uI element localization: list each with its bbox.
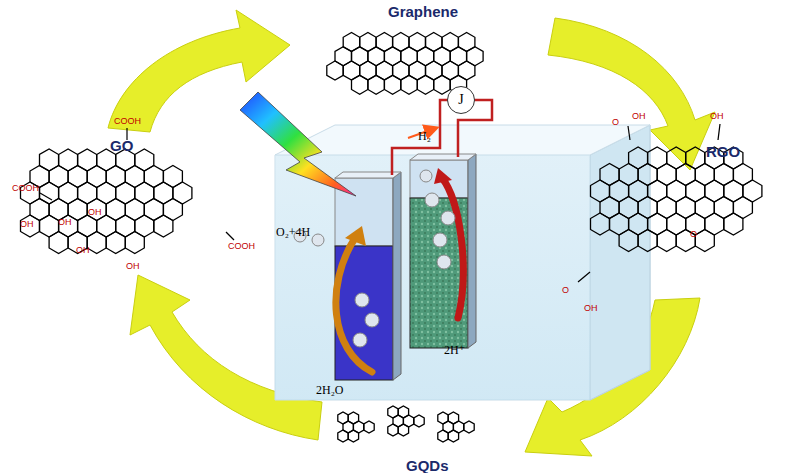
functional-group: OH xyxy=(632,112,646,121)
hexagon-ring xyxy=(398,424,408,436)
hexagon-ring xyxy=(434,75,451,94)
group-bonds xyxy=(40,124,720,282)
reaction-label: O₂+4H xyxy=(276,226,310,238)
hexagon-ring xyxy=(106,232,125,254)
hexagon-ring xyxy=(368,75,385,94)
gas-bubble xyxy=(365,313,379,327)
material-label: GO xyxy=(110,138,133,153)
functional-group: OH xyxy=(20,220,34,229)
hexagon-ring xyxy=(21,215,40,237)
gas-bubble xyxy=(437,255,451,269)
functional-group: COOH xyxy=(114,117,141,126)
electrolysis-cell xyxy=(275,100,650,400)
hexagon-ring xyxy=(438,430,448,442)
meter-symbol: J xyxy=(458,92,463,108)
gas-bubble xyxy=(353,333,367,347)
hexagon-ring xyxy=(414,415,424,427)
hexagon-ring xyxy=(591,213,610,235)
functional-group: OH xyxy=(710,112,724,121)
hexagon-ring xyxy=(619,230,638,252)
material-label: RGO xyxy=(706,144,740,159)
gas-bubble xyxy=(433,233,447,247)
hexagon-ring xyxy=(464,421,474,433)
meter-circle: J xyxy=(447,86,475,114)
hexagon-ring xyxy=(638,230,657,252)
hexagon-ring xyxy=(695,230,714,252)
hexagon-ring xyxy=(657,230,676,252)
gas-bubble xyxy=(441,211,455,225)
hexagon-ring xyxy=(352,75,368,94)
gas-bubble xyxy=(355,293,369,307)
gas-bubbles xyxy=(294,170,455,347)
hexagon-ring xyxy=(364,421,374,433)
functional-group: COOH xyxy=(12,184,39,193)
functional-group: OH xyxy=(76,246,90,255)
hexagon-ring xyxy=(388,424,398,436)
hexagon-ring xyxy=(338,430,348,442)
carbon-lattice xyxy=(21,33,762,443)
reaction-label: 2H₂O xyxy=(316,384,344,396)
cycle-arrows xyxy=(108,10,715,456)
hexagon-ring xyxy=(384,75,400,94)
gas-bubble xyxy=(312,234,324,246)
functional-group: COOH xyxy=(228,242,255,251)
hexagon-ring xyxy=(327,61,343,80)
gas-bubble xyxy=(420,170,432,182)
functional-group: OH xyxy=(88,208,102,217)
hexagon-ring xyxy=(154,215,173,237)
hexagon-ring xyxy=(49,232,68,254)
hexagon-ring xyxy=(724,213,743,235)
hexagon-ring xyxy=(125,232,144,254)
hexagon-ring xyxy=(401,75,418,94)
functional-group: OH xyxy=(126,262,140,271)
hexagon-ring xyxy=(448,430,458,442)
material-label: Graphene xyxy=(388,4,458,19)
hexagon-ring xyxy=(87,232,106,254)
hexagon-ring xyxy=(417,75,433,94)
functional-group: O xyxy=(612,118,619,127)
functional-group: O xyxy=(690,230,697,239)
material-label: GQDs xyxy=(406,458,449,473)
hexagon-ring xyxy=(348,430,358,442)
light-bolt xyxy=(240,92,356,196)
functional-group: O xyxy=(562,286,569,295)
reaction-label: H₂ xyxy=(418,130,431,142)
gas-bubble xyxy=(425,193,439,207)
reaction-label: 2H⁺ xyxy=(444,344,465,356)
functional-group: OH xyxy=(58,218,72,227)
functional-group: OH xyxy=(584,304,598,313)
